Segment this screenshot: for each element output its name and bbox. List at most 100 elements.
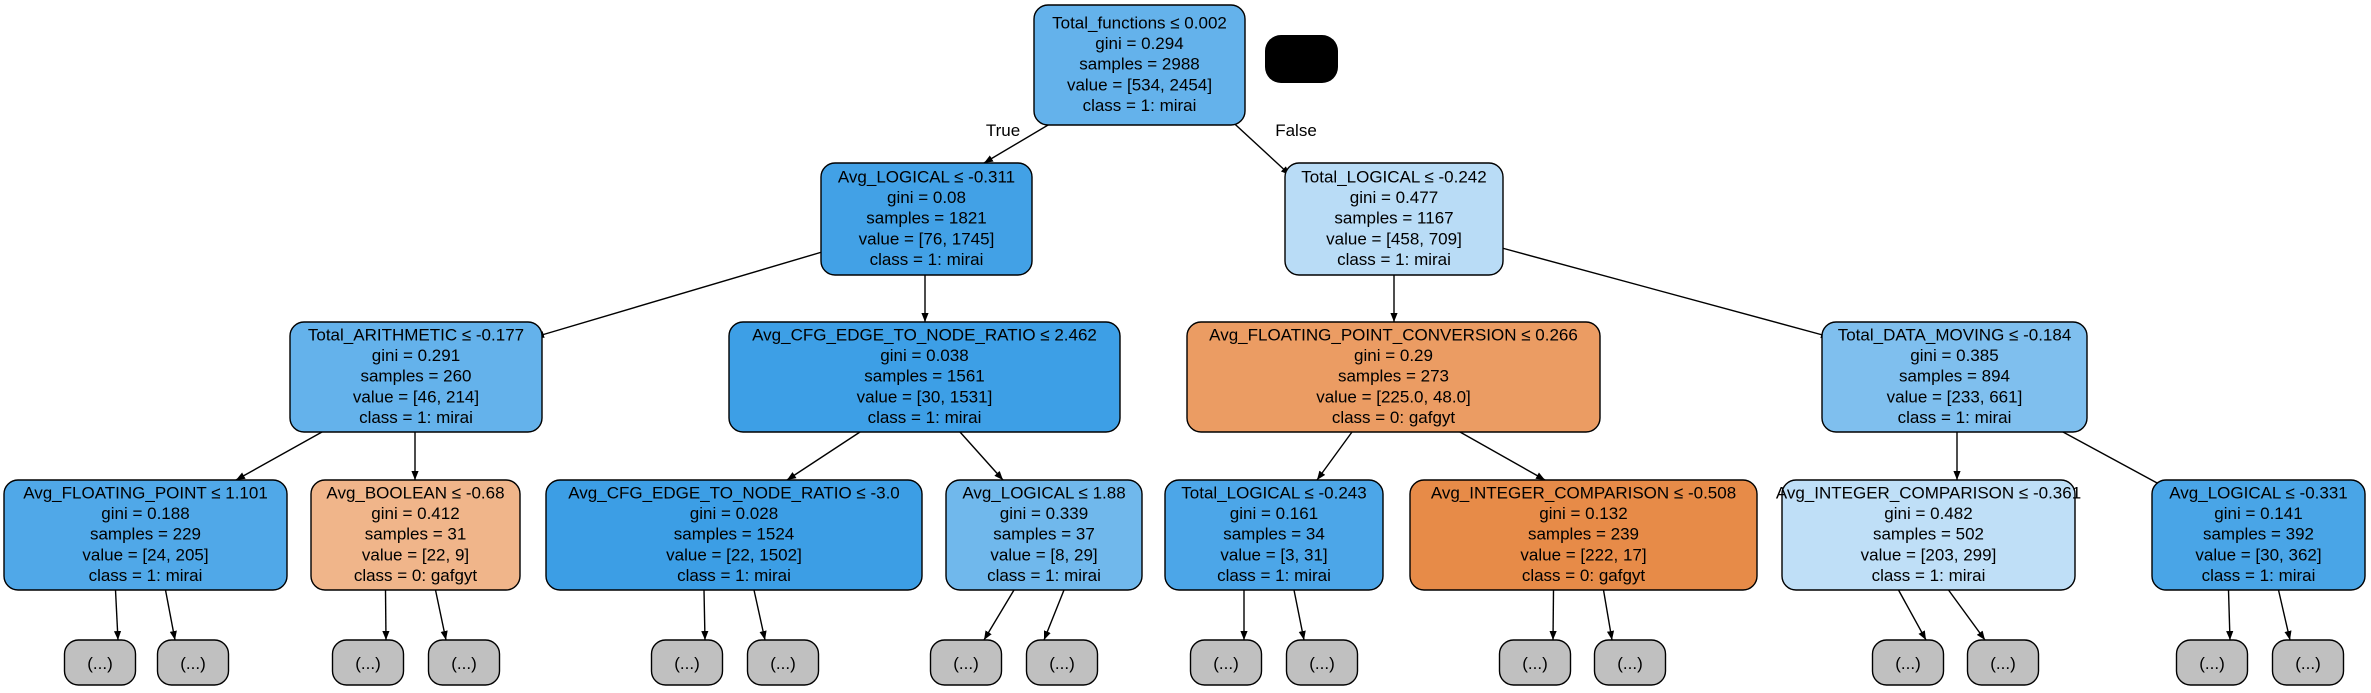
leaf-box <box>1966 639 2040 686</box>
truncated-leaf: (...) <box>1025 639 1099 686</box>
node-line: gini = 0.161 <box>1230 504 1318 523</box>
node-line: gini = 0.188 <box>101 504 189 523</box>
node-line: Total_DATA_MOVING ≤ -0.184 <box>1838 326 2072 345</box>
leaf-label: (...) <box>1309 654 1335 673</box>
node-line: class = 1: mirai <box>1083 96 1197 115</box>
node-box <box>728 321 1121 433</box>
node-box <box>1284 162 1504 276</box>
node-line: class = 1: mirai <box>1872 566 1986 585</box>
edge-n14-leaf-right <box>2277 589 2292 641</box>
node-line: samples = 1167 <box>1334 209 1453 228</box>
node-box <box>1409 479 1758 591</box>
edge-label-false: False <box>1275 121 1317 140</box>
node-box <box>1164 479 1384 591</box>
node-line: class = 1: mirai <box>1217 566 1331 585</box>
truncated-leaf: (...) <box>63 639 137 686</box>
edge-n5-n11 <box>1316 431 1353 481</box>
node-line: class = 0: gafgyt <box>1522 566 1646 585</box>
leaf-box <box>1025 639 1099 686</box>
node-line: value = [46, 214] <box>353 387 479 406</box>
node-line: value = [222, 17] <box>1520 545 1646 564</box>
node-line: Total_LOGICAL ≤ -0.243 <box>1181 484 1366 503</box>
edge-n9-leaf-left <box>701 589 709 641</box>
node-line: gini = 0.294 <box>1095 34 1183 53</box>
node-box <box>545 479 923 591</box>
edges <box>113 114 2292 641</box>
node-line: class = 1: mirai <box>987 566 1101 585</box>
edge-n8-leaf-right <box>434 589 448 641</box>
edge-n1-n3 <box>534 251 823 338</box>
node-line: value = [225.0, 48.0] <box>1316 387 1471 406</box>
truncated-leaf: (...) <box>2175 639 2249 686</box>
node-line: Avg_INTEGER_COMPARISON ≤ -0.361 <box>1776 484 2081 503</box>
truncated-leaf: (...) <box>1593 639 1667 686</box>
leaf-box <box>1871 639 1945 686</box>
leaf-box <box>1189 639 1263 686</box>
truncated-leaf: (...) <box>331 639 405 686</box>
node-line: value = [30, 1531] <box>857 387 993 406</box>
truncated-leaf: (...) <box>929 639 1003 686</box>
node-line: Avg_FLOATING_POINT_CONVERSION ≤ 0.266 <box>1209 326 1578 345</box>
leaf-label: (...) <box>1049 654 1075 673</box>
leaf-label: (...) <box>1895 654 1921 673</box>
leaf-box <box>156 639 230 686</box>
node-line: class = 1: mirai <box>1898 408 2012 427</box>
truncated-leaf: (...) <box>746 639 820 686</box>
edge-n2-n6 <box>1501 247 1831 339</box>
leaf-box <box>2175 639 2249 686</box>
node-line: samples = 1821 <box>866 209 987 228</box>
leaf-label: (...) <box>2295 654 2321 673</box>
truncated-leaf: (...) <box>427 639 501 686</box>
node-line: class = 1: mirai <box>359 408 473 427</box>
node-line: class = 1: mirai <box>677 566 791 585</box>
leaf-label: (...) <box>180 654 206 673</box>
node-line: gini = 0.29 <box>1354 346 1433 365</box>
node-line: samples = 894 <box>1899 367 2010 386</box>
node-box <box>945 479 1143 591</box>
node-line: gini = 0.385 <box>1910 346 1998 365</box>
node-line: value = [3, 31] <box>1220 545 1327 564</box>
edge-n6-n14 <box>2062 431 2171 491</box>
tree-node-n5: Avg_FLOATING_POINT_CONVERSION ≤ 0.266gin… <box>1186 321 1601 433</box>
truncated-leaf: (...) <box>1189 639 1263 686</box>
leaf-label: (...) <box>1990 654 2016 673</box>
node-line: value = [203, 299] <box>1861 545 1997 564</box>
edge-n10-leaf-left <box>983 589 1015 641</box>
node-box <box>289 321 543 433</box>
node-line: Avg_LOGICAL ≤ -0.311 <box>838 168 1015 187</box>
legend-swatch <box>1265 35 1338 83</box>
edge-n8-leaf-left <box>382 589 390 641</box>
node-line: samples = 1561 <box>864 367 985 386</box>
truncated-leaf: (...) <box>2271 639 2345 686</box>
node-line: samples = 2988 <box>1079 55 1200 74</box>
node-line: gini = 0.132 <box>1539 504 1627 523</box>
node-box <box>310 479 521 591</box>
node-line: Avg_CFG_EDGE_TO_NODE_RATIO ≤ -3.0 <box>568 484 900 503</box>
leaf-box <box>650 639 724 686</box>
node-line: value = [24, 205] <box>82 545 208 564</box>
leaf-label: (...) <box>355 654 381 673</box>
edge-n3-n7 <box>235 431 323 481</box>
edge-n7-leaf-left <box>113 589 122 641</box>
node-line: value = [458, 709] <box>1326 229 1462 248</box>
node-line: class = 1: mirai <box>1337 250 1451 269</box>
leaf-label: (...) <box>1213 654 1239 673</box>
truncated-leaf: (...) <box>1285 639 1359 686</box>
edge-n11-leaf-right <box>1293 589 1306 641</box>
edge-n13-leaf-left <box>1897 589 1927 641</box>
node-line: gini = 0.482 <box>1884 504 1972 523</box>
leaf-label: (...) <box>87 654 113 673</box>
node-line: class = 1: mirai <box>2202 566 2316 585</box>
node-line: class = 0: gafgyt <box>354 566 478 585</box>
node-box <box>1033 4 1246 126</box>
leaf-label: (...) <box>953 654 979 673</box>
